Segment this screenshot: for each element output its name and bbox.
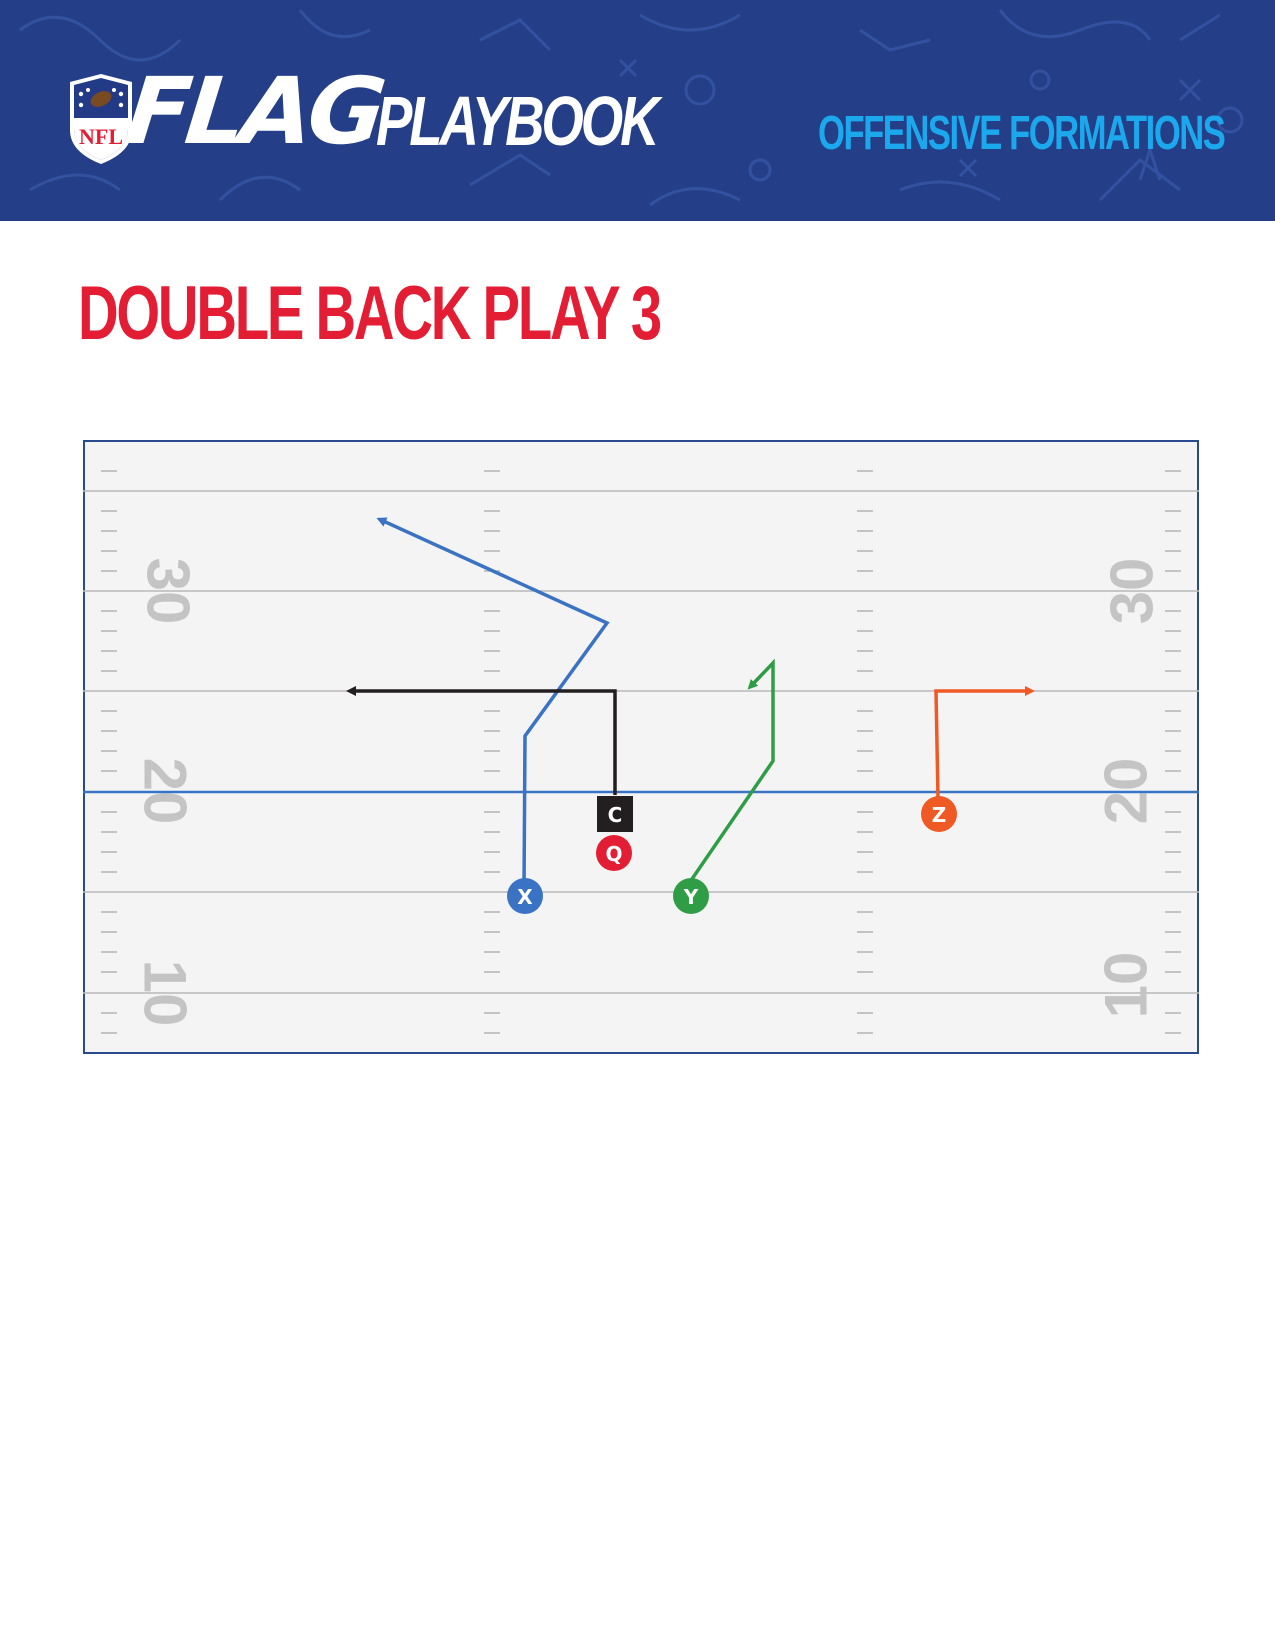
player-x: X: [507, 878, 543, 914]
header-banner: NFL FLAG PLAYBOOK OFFENSIVE FORMATIONS: [0, 0, 1275, 221]
player-center: C: [597, 796, 633, 832]
logo-text: NFL: [79, 124, 123, 149]
yard-number-left-10: 10: [132, 960, 199, 1027]
player-z-marker: [921, 796, 957, 832]
brand-playbook-word: PLAYBOOK: [376, 82, 660, 160]
player-center-label: C: [608, 803, 623, 827]
player-x-marker: [507, 878, 543, 914]
player-z: Z: [921, 796, 957, 832]
route-x-post-corner: [376, 517, 610, 892]
yard-number-right-30: 30: [1099, 558, 1166, 625]
player-center-marker: [597, 796, 633, 832]
play-title: DOUBLE BACK PLAY 3: [78, 271, 662, 356]
player-y: Y: [673, 878, 709, 914]
banner-pattern: [19, 9, 1244, 207]
brand-flag-word: FLAG: [121, 58, 387, 165]
player-y-marker: [673, 878, 709, 914]
nfl-shield-logo: NFL: [70, 74, 132, 164]
hash-marks: [101, 470, 1181, 1034]
yard-number-right-10: 10: [1093, 952, 1160, 1019]
section-label: OFFENSIVE FORMATIONS: [818, 107, 1226, 160]
yard-number-left-30: 30: [135, 558, 202, 625]
route-z-out: [934, 686, 1035, 799]
field-surface: [83, 440, 1199, 1054]
player-x-label: X: [517, 885, 533, 909]
football-field-diagram: 30 20 10 30 20 10 C Q X Y Z: [83, 440, 1199, 1054]
route-center-out: [346, 686, 617, 795]
player-quarterback: Q: [596, 835, 632, 871]
player-quarterback-label: Q: [605, 842, 622, 866]
player-y-label: Y: [683, 885, 699, 909]
route-y-slant-hook: [690, 658, 775, 880]
player-z-label: Z: [932, 803, 947, 827]
player-quarterback-marker: [596, 835, 632, 871]
